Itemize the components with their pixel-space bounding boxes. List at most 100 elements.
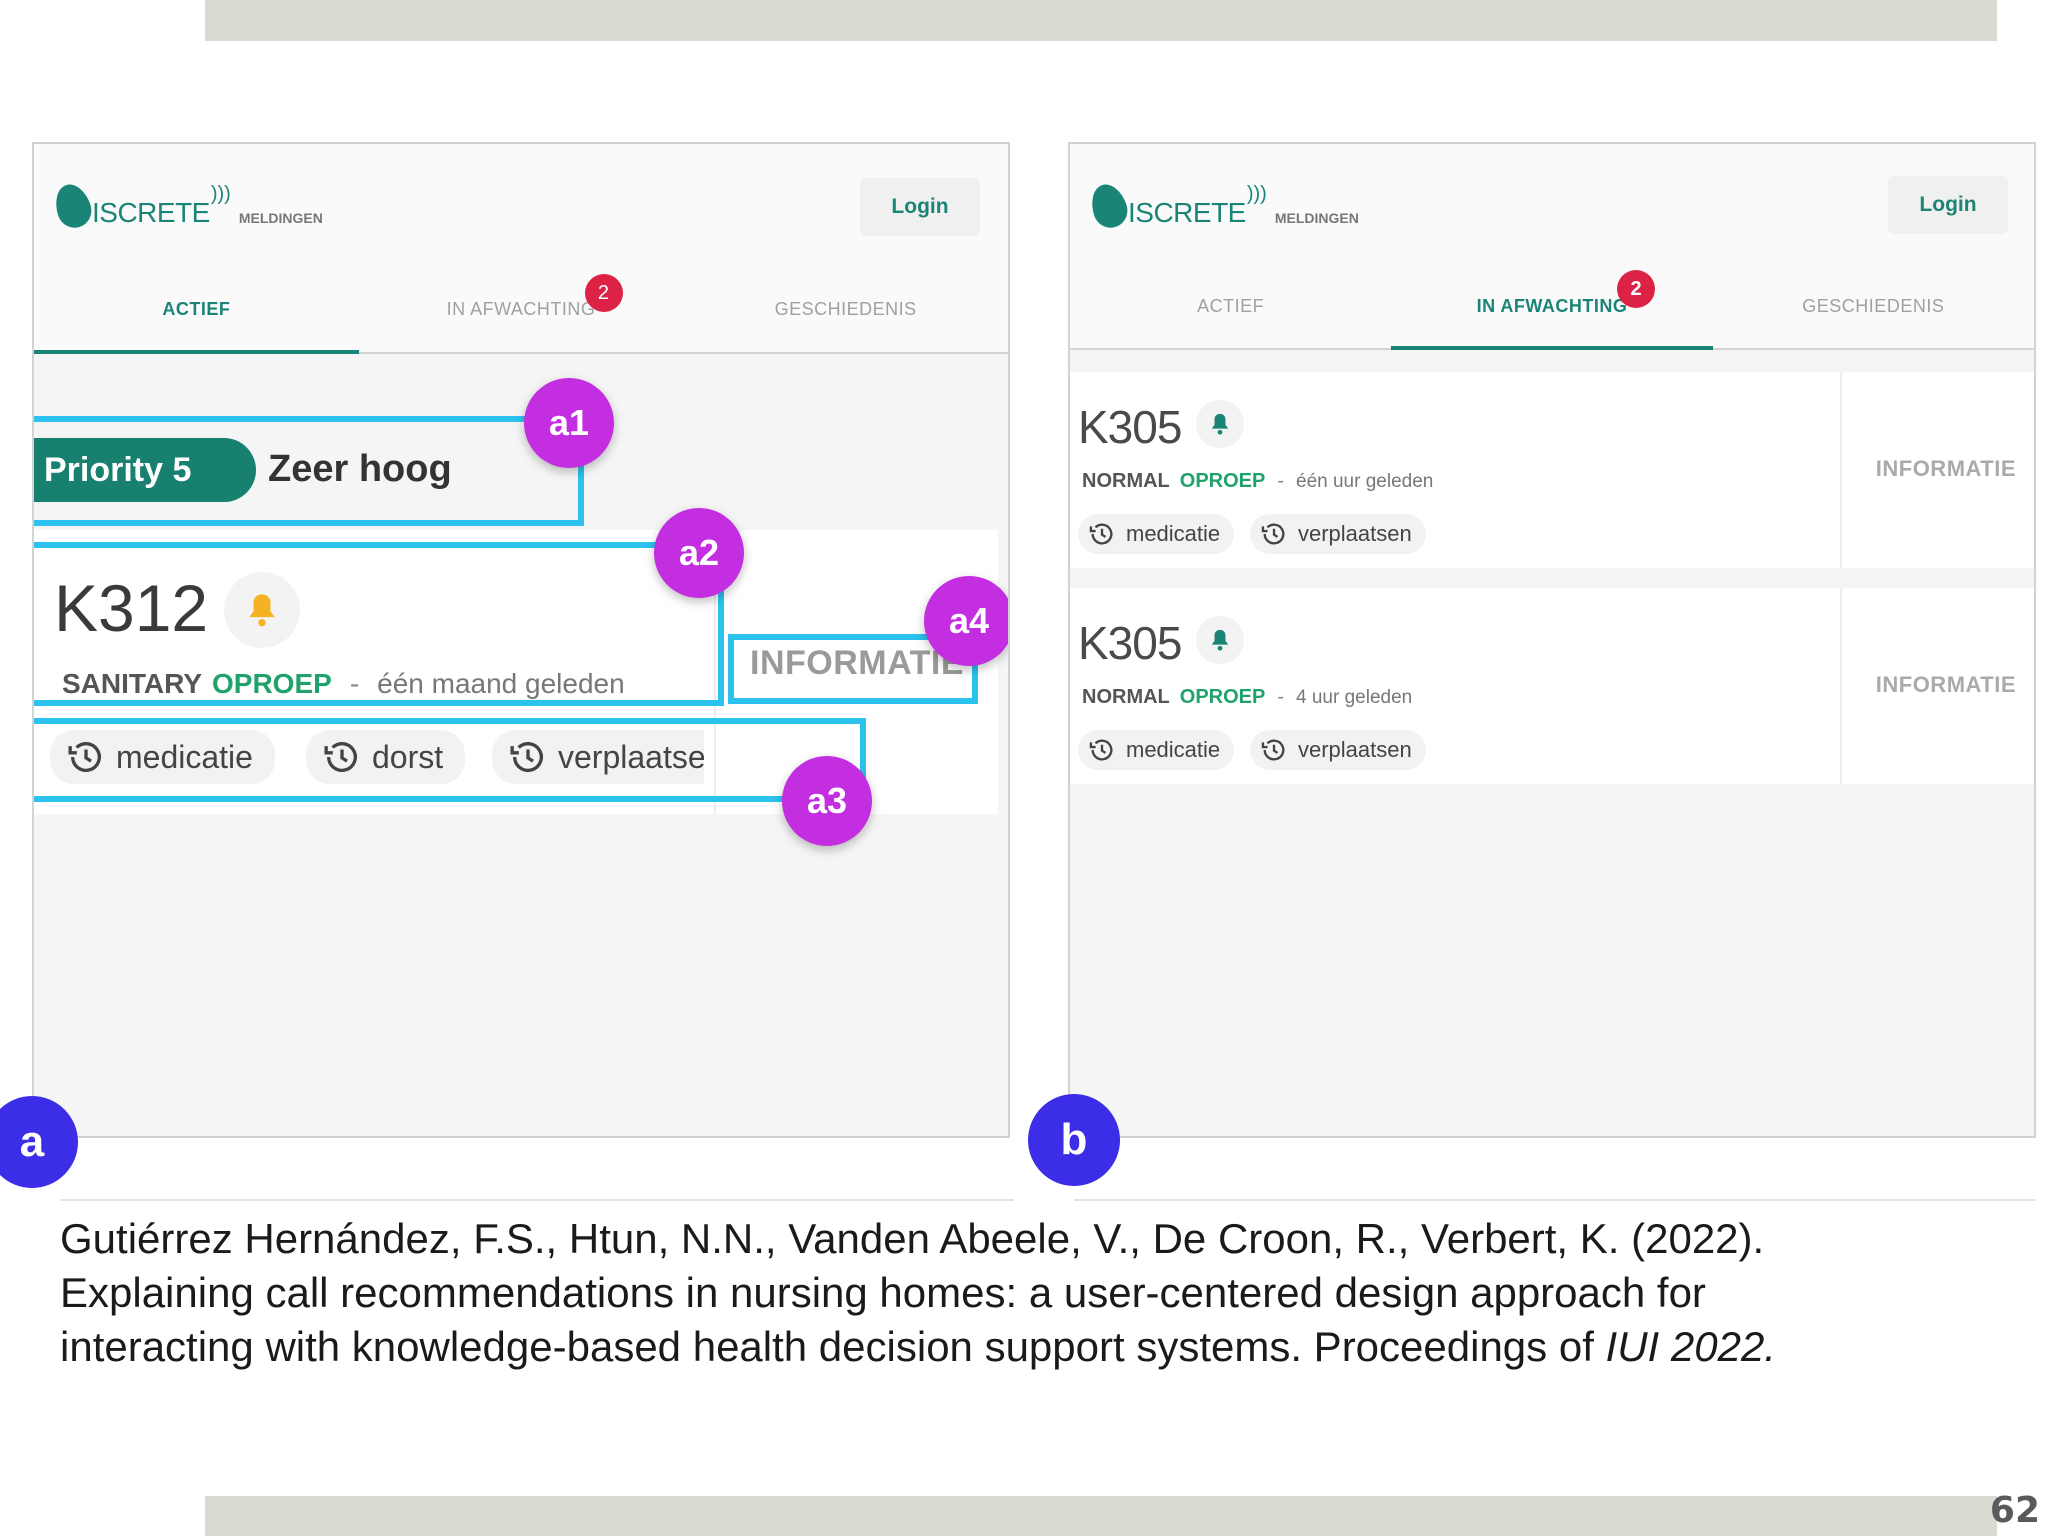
app-logo: ISCRETE ))) MELDINGEN: [1086, 178, 1359, 233]
call-meta: NORMAL OPROEP - één uur geleden: [1082, 470, 1433, 493]
call-label: OPROEP: [1179, 470, 1266, 492]
tab-bar: ACTIEF IN AFWACHTING 2 GESCHIEDENIS: [1070, 264, 2034, 350]
tab-label: ACTIEF: [1197, 295, 1265, 316]
logo-word: ISCRETE: [92, 197, 210, 228]
call-card[interactable]: K305 NORMAL OPROEP - één uur geleden med…: [1070, 372, 2034, 568]
logo-drop-icon: [50, 179, 96, 233]
history-icon: [1089, 523, 1113, 545]
citation-text: Gutiérrez Hernández, F.S., Htun, N.N., V…: [60, 1215, 1765, 1370]
chip-label: medicatie: [1126, 521, 1221, 546]
separator: -: [1277, 686, 1285, 708]
chip-label: medicatie: [116, 738, 253, 775]
history-icon: [510, 742, 543, 773]
tab-geschiedenis[interactable]: GESCHIEDENIS: [1713, 264, 2034, 348]
highlight-a1: [34, 416, 584, 526]
slide-bottom-bar: [205, 1496, 1997, 1536]
call-type: NORMAL: [1082, 470, 1170, 492]
info-clip: INFORMATIE: [750, 644, 990, 694]
tab-label: GESCHIEDENIS: [1802, 295, 1945, 316]
chip-clip: verplaatsen: [492, 726, 704, 790]
tab-in-afwachting[interactable]: IN AFWACHTING 2: [359, 266, 684, 352]
priority-pill: Priority 5: [34, 438, 256, 502]
call-card[interactable]: K305 NORMAL OPROEP - 4 uur geleden medic…: [1070, 588, 2034, 784]
room-number: K305: [1078, 401, 1182, 453]
card-divider: [1840, 588, 1842, 784]
tab-label: GESCHIEDENIS: [774, 298, 917, 319]
call-time: één maand geleden: [377, 668, 625, 699]
citation: Gutiérrez Hernández, F.S., Htun, N.N., V…: [60, 1212, 1820, 1374]
notification-badge: 2: [1617, 270, 1656, 308]
chip-medicatie: medicatie: [1078, 514, 1235, 554]
tab-in-afwachting[interactable]: IN AFWACHTING 2: [1391, 264, 1713, 350]
marker-a2: a2: [654, 508, 744, 598]
chip-verplaatsen: verplaatsen: [492, 730, 704, 784]
chip-label: medicatie: [1126, 737, 1221, 762]
tab-label: IN AFWACHTING: [1476, 295, 1628, 316]
card-divider: [714, 530, 716, 814]
call-meta: NORMAL OPROEP - 4 uur geleden: [1082, 686, 1412, 709]
tab-label: IN AFWACHTING: [446, 298, 596, 319]
logo-subtitle: MELDINGEN: [238, 210, 323, 226]
login-button[interactable]: Login: [1888, 176, 2008, 234]
tab-bar: ACTIEF IN AFWACHTING 2 GESCHIEDENIS: [34, 266, 1008, 354]
priority-level-text: Zeer hoog: [268, 448, 452, 490]
chip-label: dorst: [372, 738, 444, 775]
panel-a-screenshot: ISCRETE ))) MELDINGEN Login ACTIEF IN AF…: [32, 142, 1010, 1138]
citation-venue: IUI 2022.: [1605, 1323, 1776, 1370]
highlight-a3: [34, 718, 866, 802]
call-label: OPROEP: [1179, 686, 1266, 708]
call-type: SANITARY: [62, 668, 202, 699]
notification-badge: 2: [584, 274, 623, 312]
history-icon: [68, 742, 101, 773]
logo-word: ISCRETE: [1128, 197, 1246, 228]
chip-verplaatsen: verplaatsen: [1250, 730, 1426, 770]
info-link[interactable]: INFORMATIE: [1875, 456, 2016, 481]
divider-line: [1074, 1199, 2036, 1201]
app-logo: ISCRETE ))) MELDINGEN: [50, 178, 323, 233]
history-icon: [1089, 739, 1113, 761]
slide-top-bar: [205, 0, 1997, 41]
tab-actief[interactable]: ACTIEF: [1070, 264, 1391, 348]
info-link[interactable]: INFORMATIE: [1875, 672, 2016, 697]
call-label: OPROEP: [212, 668, 332, 699]
signal-waves-icon: ))): [210, 183, 231, 205]
chip-label: verplaatsen: [1298, 521, 1412, 546]
card-divider: [1840, 372, 1842, 568]
marker-a1: a1: [524, 378, 614, 468]
logo-drop-icon: [1086, 179, 1132, 233]
highlight-a4: [728, 634, 978, 704]
separator: -: [1277, 470, 1285, 492]
call-time: één uur geleden: [1296, 471, 1434, 492]
call-time: 4 uur geleden: [1296, 687, 1413, 708]
logo-subtitle: MELDINGEN: [1274, 210, 1359, 226]
panel-label-a: a: [0, 1096, 78, 1188]
history-icon: [1261, 739, 1285, 761]
app-header: ISCRETE ))) MELDINGEN Login ACTIEF IN AF…: [34, 144, 1008, 354]
bell-icon: [224, 572, 300, 648]
marker-a4: a4: [924, 576, 1008, 666]
divider-line: [60, 1199, 1014, 1201]
chip-medicatie: medicatie: [50, 730, 275, 784]
tab-geschiedenis[interactable]: GESCHIEDENIS: [683, 266, 1008, 352]
info-link[interactable]: INFORMATIE: [750, 644, 965, 682]
page-number: 62: [1989, 1490, 2040, 1531]
chip-verplaatsen: verplaatsen: [1250, 514, 1426, 554]
call-type: NORMAL: [1082, 686, 1170, 708]
room-number: K305: [1078, 617, 1182, 669]
tab-label: ACTIEF: [162, 298, 231, 319]
panel-b-screenshot: ISCRETE ))) MELDINGEN Login ACTIEF IN AF…: [1068, 142, 2036, 1138]
login-button[interactable]: Login: [860, 178, 980, 236]
tab-actief[interactable]: ACTIEF: [34, 266, 359, 354]
call-meta: SANITARY OPROEP - één maand geleden: [62, 668, 625, 700]
bell-icon: [1196, 400, 1244, 448]
room-number: K312: [54, 571, 209, 645]
signal-waves-icon: ))): [1246, 183, 1267, 205]
history-icon: [324, 742, 357, 773]
separator: -: [349, 668, 360, 699]
bell-icon: [1196, 616, 1244, 664]
chip-label: verplaatsen: [558, 738, 704, 775]
chip-dorst: dorst: [306, 730, 466, 784]
panel-label-b: b: [1028, 1094, 1120, 1186]
chip-label: verplaatsen: [1298, 737, 1412, 762]
highlight-a2: [34, 542, 724, 706]
